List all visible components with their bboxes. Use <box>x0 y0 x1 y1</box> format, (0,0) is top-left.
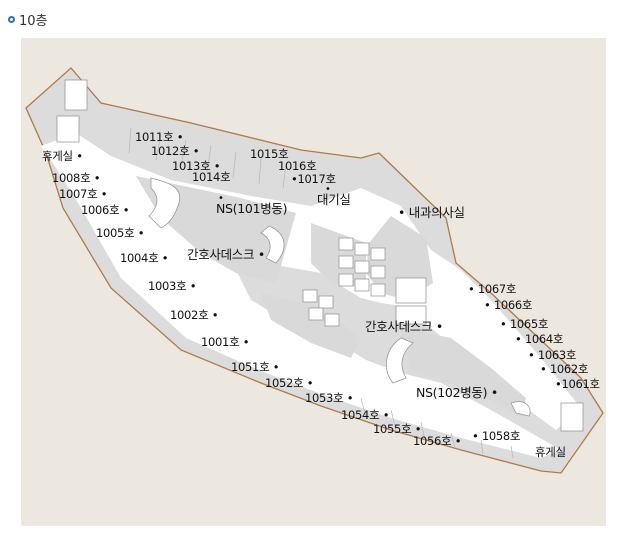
internal-medicine-office-label: • 내과의사실 <box>398 205 465 220</box>
nurse-desk-2-label: 간호사데스크 • <box>365 319 443 334</box>
floor-title-text: 10층 <box>19 14 48 29</box>
room-1014-label: 1014호 <box>192 170 231 184</box>
room-1056-label: 1056호 • <box>413 434 462 448</box>
room-1015-label: 1015호 <box>250 147 289 161</box>
room-1065-label: • 1065호 <box>500 317 549 331</box>
nurse-station-101-label: • NS(101병동) <box>216 193 288 216</box>
waiting-room-dot: • <box>325 184 331 195</box>
room-1052-label: 1052호 • <box>265 376 314 390</box>
floor-map: 1011호 • 1012호 • 1013호 • 1014호 1015호 1016… <box>21 38 606 526</box>
room-1062-label: • 1062호 <box>540 362 589 376</box>
lounge-top-label: 휴게실 • <box>42 149 83 163</box>
floor-title: 10층 <box>8 10 48 29</box>
room-1011-label: 1011호 • <box>135 130 184 144</box>
room-1061-label: •1061호 <box>555 377 600 391</box>
room-1067-label: • 1067호 <box>468 282 517 296</box>
room-1054-label: 1054호 • <box>341 408 390 422</box>
room-1063-label: • 1063호 <box>528 348 577 362</box>
room-1058-label: • 1058호 <box>472 429 521 443</box>
nurse-station-101-dot: • <box>218 193 224 204</box>
room-1013-label: 1013호 • <box>172 159 221 173</box>
room-1017-label: •1017호 <box>291 172 336 186</box>
room-1055-label: 1055호 • <box>373 422 422 436</box>
circle-bullet-icon <box>8 16 15 23</box>
room-1003-label: 1003호 • <box>148 279 197 293</box>
room-1005-label: 1005호 • <box>96 226 145 240</box>
nurse-station-102-label: NS(102병동) • <box>416 385 498 400</box>
room-1008-label: 1008호 • <box>52 171 101 185</box>
nurse-station-101-text: NS(101병동) <box>216 201 288 216</box>
room-1053-label: 1053호 • <box>305 391 354 405</box>
room-1016-label: 1016호 <box>278 159 317 173</box>
room-1002-label: 1002호 • <box>170 308 219 322</box>
room-1012-label: 1012호 • <box>151 144 200 158</box>
room-1051-label: 1051호 • <box>231 360 280 374</box>
floor-plan-drawing <box>25 67 604 474</box>
room-1066-label: • 1066호 <box>484 298 533 312</box>
room-1006-label: 1006호 • <box>81 203 130 217</box>
room-1004-label: 1004호 • <box>120 251 169 265</box>
lounge-bottom-label: 휴게실 <box>535 445 566 459</box>
room-1007-label: 1007호 • <box>59 187 108 201</box>
room-1001-label: 1001호 • <box>201 335 250 349</box>
room-1064-label: • 1064호 <box>515 332 564 346</box>
waiting-room-text: 대기실 <box>317 192 351 207</box>
waiting-room-label: • 대기실 <box>317 184 351 207</box>
nurse-desk-1-label: 간호사데스크 • <box>187 247 265 262</box>
